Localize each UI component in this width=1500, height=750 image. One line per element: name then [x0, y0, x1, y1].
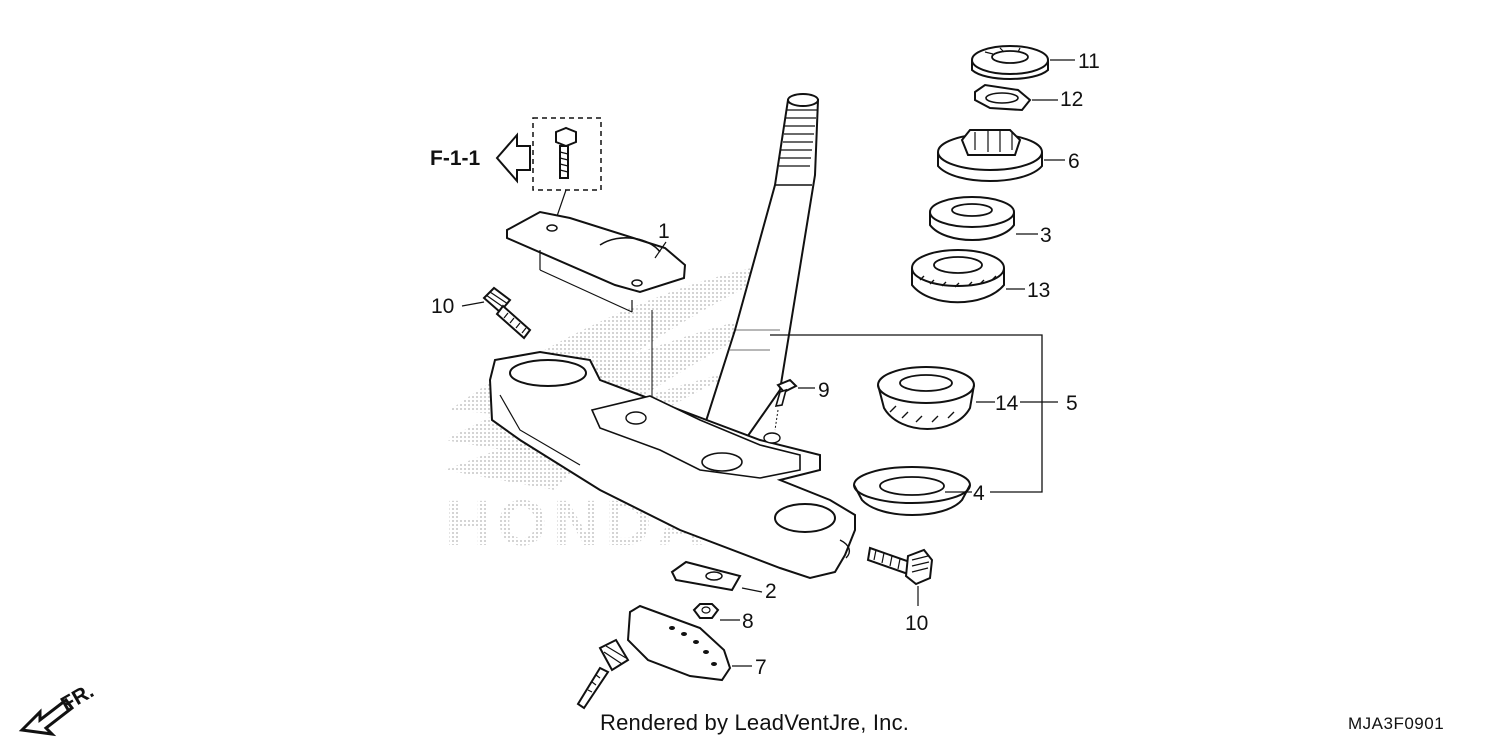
- hollow-arrow-icon: [495, 132, 531, 184]
- part-number-labels: 1 2 3 4 5 6 7 8 9 10 10 11 12 13 14: [431, 50, 1100, 679]
- part-9-screw[interactable]: [774, 378, 815, 431]
- label-part-5: 5: [1066, 392, 1078, 415]
- part-6-adjusting-nut[interactable]: [937, 129, 1065, 182]
- bolt-dashed-box: [532, 117, 602, 223]
- label-part-3: 3: [1040, 224, 1052, 247]
- label-part-4: 4: [973, 482, 985, 505]
- part-10-bolt-upper[interactable]: [461, 286, 532, 340]
- lower-bracket[interactable]: [488, 350, 856, 580]
- label-part-11: 11: [1078, 50, 1100, 73]
- part-14-race[interactable]: [877, 366, 995, 430]
- label-part-2: 2: [765, 580, 777, 603]
- part-4-lower-seal[interactable]: [853, 466, 972, 516]
- part-13-bearing[interactable]: [911, 249, 1025, 304]
- diagram-ref-code: MJA3F0901: [1348, 714, 1445, 733]
- part-11-locknut[interactable]: [971, 45, 1075, 80]
- section-ref-label: F-1-1: [430, 147, 480, 170]
- label-part-9: 9: [818, 379, 830, 402]
- front-direction-indicator: FR.: [18, 679, 98, 737]
- label-part-12: 12: [1060, 88, 1083, 111]
- part-8-nut[interactable]: [692, 603, 740, 621]
- part-2-plate[interactable]: [670, 560, 763, 593]
- label-part-8: 8: [742, 610, 754, 633]
- part-1-plate[interactable]: [506, 210, 687, 410]
- label-part-7: 7: [755, 656, 767, 679]
- credit-text: Rendered by LeadVentJre, Inc.: [600, 710, 910, 735]
- part-12-lock-washer[interactable]: [974, 83, 1058, 112]
- part-10-bolt-lower[interactable]: [866, 546, 934, 606]
- label-part-13: 13: [1027, 279, 1050, 302]
- label-part-14: 14: [995, 392, 1019, 415]
- label-part-1: 1: [658, 220, 670, 243]
- part-5-grouping-bracket: [770, 334, 1058, 493]
- label-part-6: 6: [1068, 150, 1080, 173]
- section-reference[interactable]: F-1-1: [430, 132, 531, 184]
- part-3-dust-seal[interactable]: [929, 196, 1038, 241]
- part-7-ignition-switch[interactable]: [576, 604, 752, 710]
- label-part-10-upper: 10: [431, 295, 454, 318]
- label-part-10-lower: 10: [905, 612, 928, 635]
